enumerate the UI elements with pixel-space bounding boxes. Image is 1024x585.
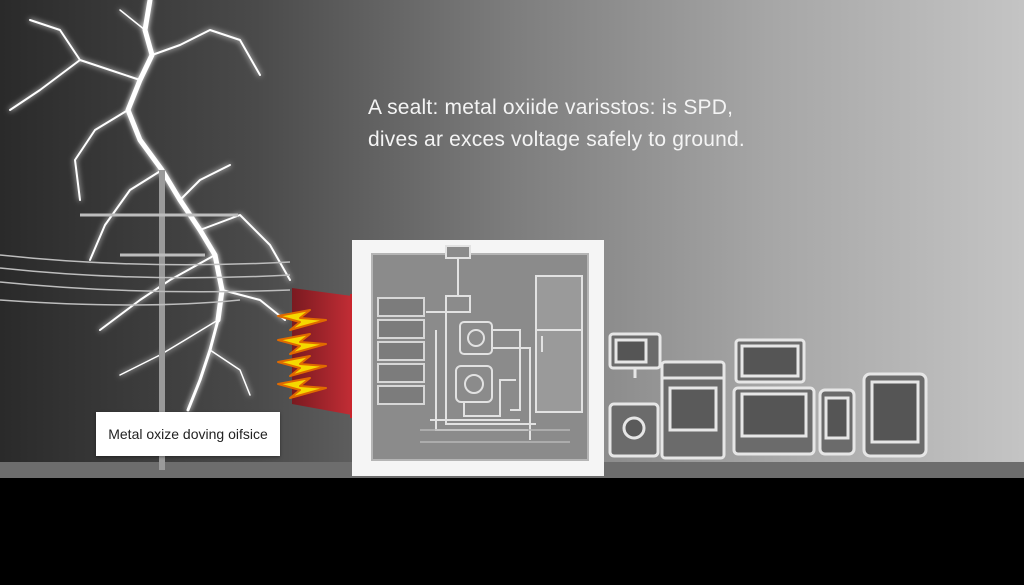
- surge-arrow-icon: [277, 309, 327, 399]
- monitor-icon: [732, 386, 816, 456]
- caption-text: A sealt: metal oxiide varisstos: is SPD,…: [368, 92, 788, 156]
- tablet-icon: [862, 372, 928, 458]
- microwave-icon: [608, 332, 662, 378]
- caption-line-2: dives ar exces voltage safely to ground.: [368, 128, 745, 151]
- component-label: Metal oxize doving oifsice: [96, 412, 280, 456]
- tv-icon: [734, 338, 806, 384]
- refrigerator-icon: [535, 275, 583, 413]
- oven-icon: [660, 360, 726, 460]
- washer-icon: [608, 402, 660, 458]
- lightning-bolt-icon: [9, 0, 291, 412]
- appliance-group: [608, 332, 928, 460]
- caption-line-1: A sealt: metal oxiide varisstos: is SPD,: [368, 96, 734, 119]
- phone-icon: [818, 388, 856, 456]
- electrical-panel: [352, 240, 604, 476]
- ground-band: [0, 478, 1024, 585]
